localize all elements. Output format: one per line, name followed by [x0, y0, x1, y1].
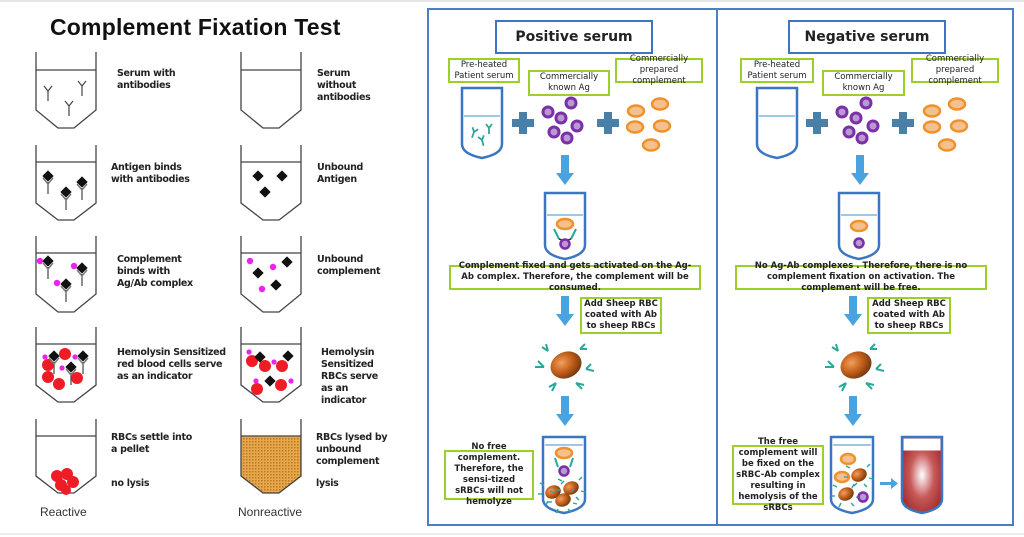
result-tube-positive — [537, 435, 587, 515]
arrow-down-icon — [556, 296, 574, 326]
plus-icon — [597, 112, 619, 134]
tube-complement-binds — [35, 236, 97, 313]
arrow-down-icon — [556, 155, 574, 185]
tube-nonreactive-lysis — [240, 419, 302, 494]
tube-serum-with-antibodies — [35, 52, 97, 129]
tube-antigen-binds — [35, 145, 97, 221]
arrow-down-icon — [851, 155, 869, 185]
outcome-nonreactive: Nonreactive — [238, 505, 303, 519]
tube-unbound-complement — [240, 236, 302, 313]
complement-cluster — [625, 97, 672, 152]
outcome-reactive: Reactive — [40, 505, 87, 519]
arrow-down-icon — [844, 396, 862, 426]
plus-icon — [892, 112, 914, 134]
bottom-border — [0, 533, 1024, 535]
right-diagram-frame — [427, 8, 1014, 526]
step2-note-positive: Add Sheep RBC coated with Ab to sheep RB… — [580, 297, 662, 334]
sensitized-sheep-rbc-icon — [824, 343, 885, 392]
step-label-nonreactive-1: Serum without antibodies — [317, 68, 371, 103]
known-antigen-cluster — [541, 96, 584, 145]
result-note-negative: The free complement will be fixed on the… — [732, 437, 824, 513]
left-diagram — [35, 52, 302, 495]
rbc-pellet-icon — [51, 470, 63, 482]
arrow-down-icon — [556, 396, 574, 426]
tube-unbound-antigen — [240, 145, 302, 221]
complement-cluster — [922, 97, 969, 152]
panel-title-negative: Negative serum — [788, 20, 946, 54]
step-label-reactive-1: Serum with antibodies — [117, 68, 176, 91]
result-no-lysis: no lysis — [111, 478, 150, 489]
reagent-label-antigen-negative: Commercially known Ag — [822, 70, 905, 96]
complement-icon — [70, 262, 78, 270]
reagent-label-complement-positive: Commercially prepared complement — [615, 54, 703, 86]
fixation-tube-negative — [837, 191, 881, 261]
known-antigen-cluster — [835, 96, 880, 145]
step-label-nonreactive-2: Unbound Antigen — [317, 162, 364, 185]
plus-icon — [806, 112, 828, 134]
step2-note-negative: Add Sheep RBC coated with Ab to sheep RB… — [867, 297, 951, 334]
result-tube-negative — [829, 435, 875, 515]
panel-title-positive: Positive serum — [495, 20, 653, 54]
arrow-right-icon — [880, 478, 898, 489]
panel-divider — [716, 8, 718, 525]
patient-serum-tube-negative — [755, 86, 799, 160]
step-label-reactive-4: Hemolysin Sensitized red blood cells ser… — [117, 347, 226, 382]
hemolyzed-tube — [900, 435, 944, 515]
step-label-reactive-5: RBCs settle into a pellet — [111, 432, 192, 455]
arrow-down-icon — [844, 296, 862, 326]
tube-hemolysin-nonreactive — [240, 327, 302, 403]
tube-reactive-pellet — [35, 419, 97, 495]
tube-hemolysin-reactive — [35, 327, 97, 403]
tube-serum-without-antibodies — [240, 52, 302, 129]
step1-note-negative: No Ag-Ab complexes . Therefore, there is… — [735, 261, 987, 293]
complement-icon — [53, 279, 61, 287]
step1-note-positive: Complement fixed and gets activated on t… — [449, 261, 701, 293]
positive-panel-art — [460, 86, 672, 515]
negative-panel-art — [755, 86, 969, 515]
main-title: Complement Fixation Test — [50, 14, 341, 40]
step-label-nonreactive-5: RBCs lysed by unbound complement — [316, 432, 388, 467]
reagent-label-serum-positive: Pre-heated Patient serum — [448, 58, 520, 83]
fixation-tube-positive — [543, 191, 587, 261]
top-border — [0, 0, 1024, 2]
result-lysis: lysis — [316, 478, 339, 489]
step-label-nonreactive-3: Unbound complement — [317, 254, 381, 277]
plus-icon — [512, 112, 534, 134]
reagent-label-complement-negative: Commercially prepared complement — [911, 54, 999, 86]
patient-serum-tube-positive — [460, 86, 504, 160]
step-label-reactive-3: Complement binds with Ag/Ab complex — [117, 254, 193, 289]
reagent-label-serum-negative: Pre-heated Patient serum — [740, 58, 814, 83]
complement-icon — [36, 257, 44, 265]
step-label-nonreactive-4: Hemolysin Sensitized RBCs serve as an in… — [321, 347, 378, 406]
step-label-reactive-2: Antigen binds with antibodies — [111, 162, 190, 185]
reagent-label-antigen-positive: Commercially known Ag — [528, 70, 610, 96]
result-note-positive: No free complement. Therefore, the sensi… — [444, 442, 534, 507]
sensitized-sheep-rbc-icon — [534, 343, 595, 392]
